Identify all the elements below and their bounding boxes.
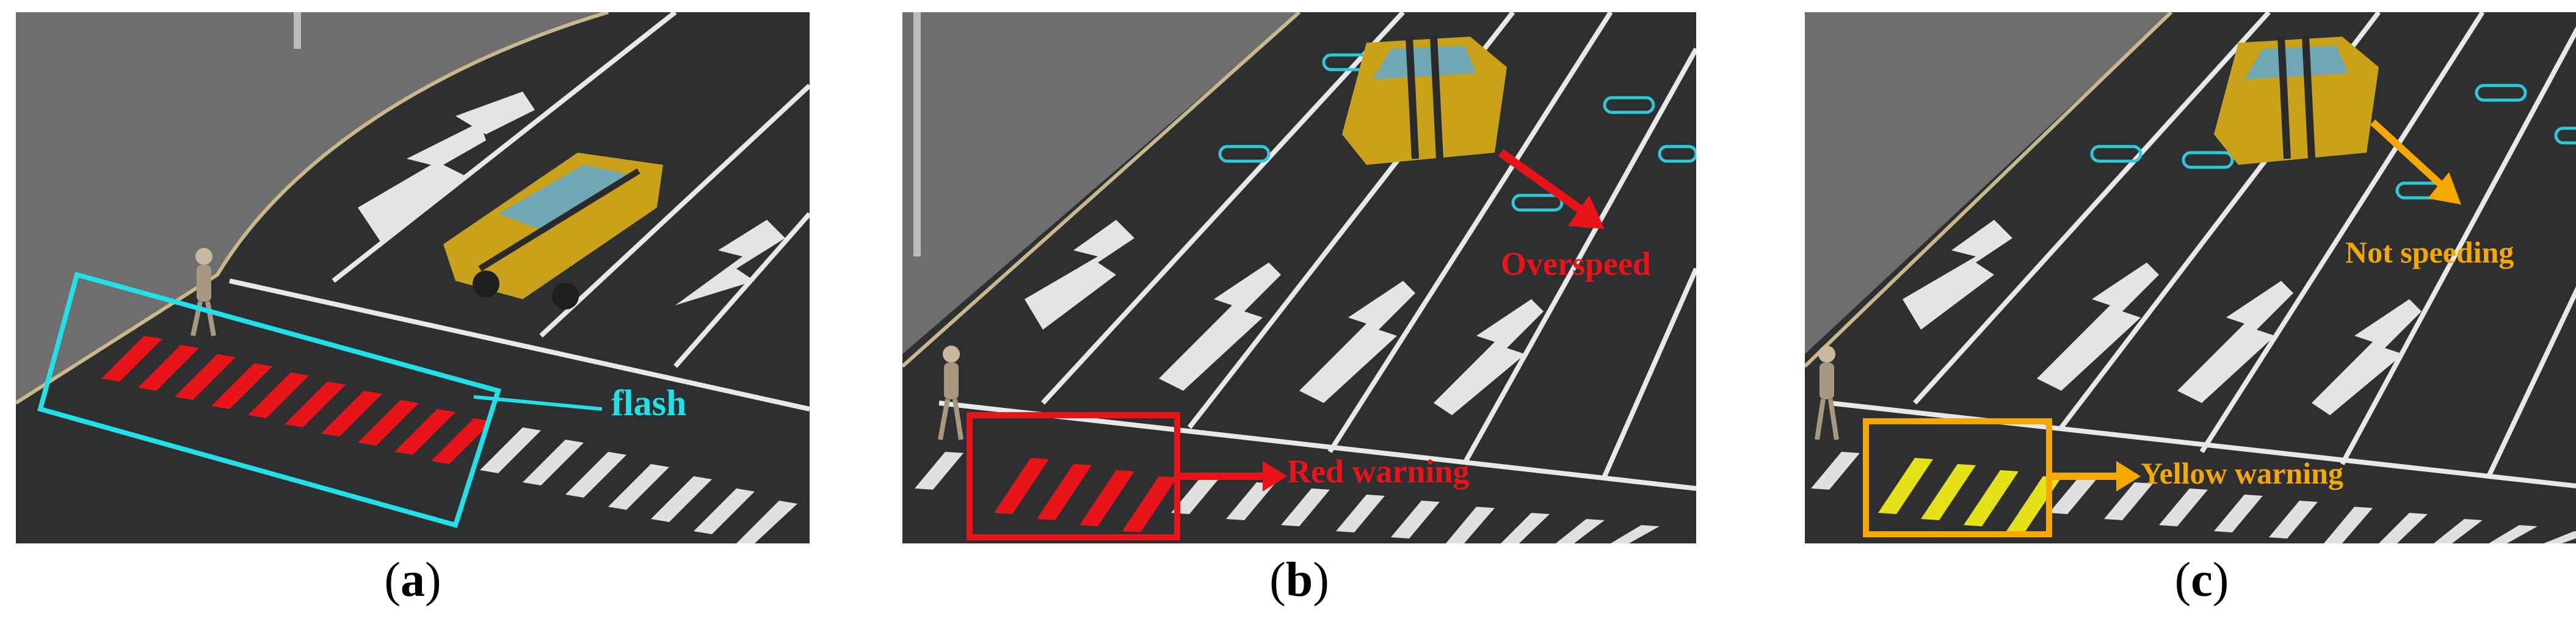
panel-a-flash: flash bbox=[16, 12, 810, 543]
panel-b-red-warning: Overspeed Red w bbox=[902, 12, 1696, 543]
flash-label: flash bbox=[611, 383, 686, 423]
yellow-warning-arrowhead bbox=[2116, 461, 2141, 492]
scene-a: flash bbox=[16, 12, 810, 543]
caption-b-open: ( bbox=[1269, 553, 1286, 607]
caption-c-close: ) bbox=[2212, 553, 2229, 607]
pole bbox=[913, 12, 921, 256]
crosswalk-red bbox=[101, 336, 492, 464]
car-icon bbox=[443, 153, 663, 310]
sidewalk bbox=[1805, 12, 2171, 354]
caption-b-letter: b bbox=[1285, 553, 1313, 607]
scene-b: Overspeed Red w bbox=[902, 12, 1696, 543]
crosswalk-red bbox=[994, 458, 1177, 532]
curb-line bbox=[16, 12, 609, 405]
panel-c-yellow-warning: Not speeding Yello bbox=[1805, 12, 2576, 543]
pedestrian-icon bbox=[938, 346, 963, 440]
crosswalk-white bbox=[915, 452, 1660, 543]
curb-line bbox=[902, 12, 1301, 368]
not-speeding-arrow bbox=[2370, 119, 2461, 205]
caption-a-close: ) bbox=[425, 553, 441, 607]
caption-a-open: ( bbox=[384, 553, 401, 607]
car-icon bbox=[1342, 36, 1507, 165]
arrow-icon bbox=[358, 92, 785, 305]
detector-loop-icon bbox=[2090, 84, 2576, 200]
caption-c-open: ( bbox=[2174, 553, 2191, 607]
pedestrian-icon bbox=[190, 248, 216, 336]
caption-b: (b) bbox=[1208, 553, 1391, 608]
crosswalk-white bbox=[480, 427, 797, 543]
sidewalk bbox=[16, 12, 608, 403]
overspeed-label: Overspeed bbox=[1501, 245, 1651, 282]
caption-c: (c) bbox=[2110, 553, 2293, 608]
pole bbox=[294, 12, 301, 49]
flash-box bbox=[37, 272, 502, 528]
overspeed-arrow bbox=[1498, 149, 1605, 229]
arrow-icon bbox=[1025, 220, 1544, 415]
scene-c: Not speeding Yello bbox=[1805, 12, 2576, 543]
yellow-warning-label: Yellow warning bbox=[2141, 456, 2343, 490]
pedestrian-icon bbox=[1815, 346, 1839, 440]
crosswalk-white bbox=[1811, 452, 2576, 543]
red-warning-arrowhead bbox=[1263, 461, 1287, 492]
car-icon bbox=[2214, 36, 2379, 165]
caption-b-close: ) bbox=[1313, 553, 1329, 607]
flash-pointer bbox=[473, 395, 603, 411]
not-speeding-label: Not speeding bbox=[2345, 235, 2514, 269]
curb-line bbox=[1805, 12, 2173, 368]
sidewalk bbox=[902, 12, 1299, 354]
caption-a: (a) bbox=[321, 553, 504, 608]
caption-c-letter: c bbox=[2191, 553, 2213, 607]
caption-a-letter: a bbox=[401, 553, 425, 607]
red-warning-label: Red warning bbox=[1287, 453, 1470, 490]
arrow-icon bbox=[1903, 220, 2422, 415]
lane-lines bbox=[1829, 12, 2576, 488]
